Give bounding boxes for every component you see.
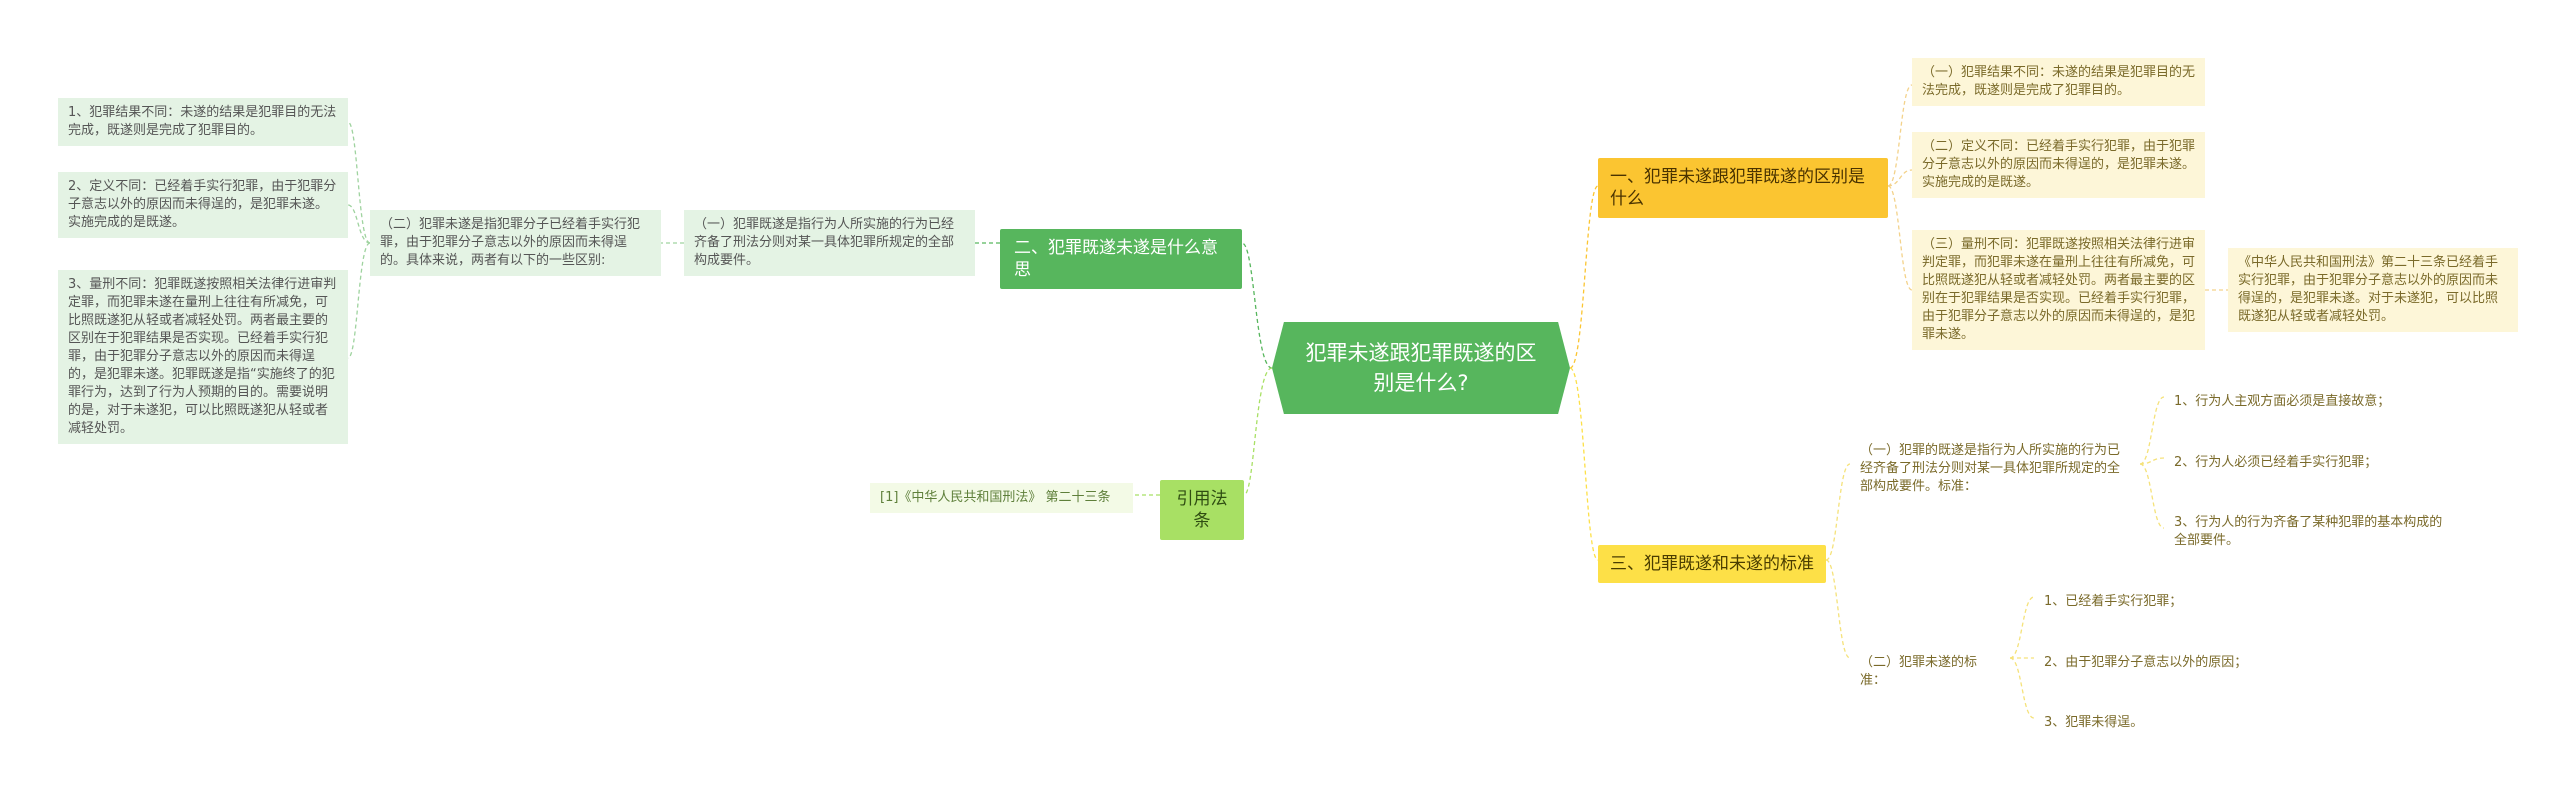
section-2-item-2-text: （二）犯罪未遂是指犯罪分子已经着手实行犯罪，由于犯罪分子意志以外的原因而未得逞的…	[380, 217, 641, 268]
section-1-item-3-text: （三）量刑不同：犯罪既遂按照相关法律行进审判定罪，而犯罪未遂在量刑上往往有所减免…	[1922, 237, 2196, 342]
section-3-item-1-text: （一）犯罪的既遂是指行为人所实施的行为已经齐备了刑法分则对某一具体犯罪所规定的全…	[1860, 443, 2121, 494]
section-3-item-1-sub-1[interactable]: 1、行为人主观方面必须是直接故意；	[2164, 387, 2464, 417]
section-2-sub-2[interactable]: 2、定义不同：已经着手实行犯罪，由于犯罪分子意志以外的原因而未得逞的，是犯罪未遂…	[58, 172, 348, 238]
section-2-item-2[interactable]: （二）犯罪未遂是指犯罪分子已经着手实行犯罪，由于犯罪分子意志以外的原因而未得逞的…	[370, 210, 661, 276]
section-1-law-note-text: 《中华人民共和国刑法》第二十三条已经着手实行犯罪，由于犯罪分子意志以外的原因而未…	[2238, 255, 2499, 324]
citation-ref[interactable]: [1]《中华人民共和国刑法》 第二十三条	[870, 483, 1133, 513]
section-3-item-2-sub-2-text: 2、由于犯罪分子意志以外的原因；	[2044, 655, 2248, 670]
section-3-item-2[interactable]: （二）犯罪未遂的标准：	[1850, 648, 2010, 696]
section-3-item-1-sub-1-text: 1、行为人主观方面必须是直接故意；	[2174, 394, 2391, 409]
section-1-item-2[interactable]: （二）定义不同：已经着手实行犯罪，由于犯罪分子意志以外的原因而未得逞的，是犯罪未…	[1912, 132, 2205, 198]
root-topic-label: 犯罪未遂跟犯罪既遂的区别是什么?	[1305, 341, 1537, 395]
branch-citation-label: 引用法条	[1176, 489, 1228, 531]
section-1-item-1-text: （一）犯罪结果不同：未遂的结果是犯罪目的无法完成，既遂则是完成了犯罪目的。	[1922, 65, 2196, 98]
root-topic[interactable]: 犯罪未遂跟犯罪既遂的区别是什么?	[1272, 322, 1570, 414]
branch-section-2[interactable]: 二、犯罪既遂未遂是什么意思	[1000, 229, 1242, 289]
section-2-item-1-text: （一）犯罪既遂是指行为人所实施的行为已经齐备了刑法分则对某一具体犯罪所规定的全部…	[694, 217, 955, 268]
section-3-item-1-sub-3-text: 3、行为人的行为齐备了某种犯罪的基本构成的全部要件。	[2174, 515, 2443, 548]
section-1-law-note[interactable]: 《中华人民共和国刑法》第二十三条已经着手实行犯罪，由于犯罪分子意志以外的原因而未…	[2228, 248, 2518, 332]
section-3-item-2-sub-3-text: 3、犯罪未得逞。	[2044, 715, 2144, 730]
section-3-item-2-sub-2[interactable]: 2、由于犯罪分子意志以外的原因；	[2034, 648, 2284, 678]
section-2-sub-1[interactable]: 1、犯罪结果不同：未遂的结果是犯罪目的无法完成，既遂则是完成了犯罪目的。	[58, 98, 348, 146]
section-3-item-2-sub-1-text: 1、已经着手实行犯罪；	[2044, 594, 2183, 609]
section-2-sub-3-text: 3、量刑不同：犯罪既遂按照相关法律行进审判定罪，而犯罪未遂在量刑上往往有所减免，…	[68, 277, 337, 436]
section-1-item-3[interactable]: （三）量刑不同：犯罪既遂按照相关法律行进审判定罪，而犯罪未遂在量刑上往往有所减免…	[1912, 230, 2205, 350]
section-3-item-1-sub-2[interactable]: 2、行为人必须已经着手实行犯罪；	[2164, 448, 2464, 478]
section-2-sub-3[interactable]: 3、量刑不同：犯罪既遂按照相关法律行进审判定罪，而犯罪未遂在量刑上往往有所减免，…	[58, 270, 348, 444]
branch-section-2-label: 二、犯罪既遂未遂是什么意思	[1014, 238, 1218, 280]
section-3-item-2-sub-1[interactable]: 1、已经着手实行犯罪；	[2034, 587, 2284, 617]
section-3-item-1[interactable]: （一）犯罪的既遂是指行为人所实施的行为已经齐备了刑法分则对某一具体犯罪所规定的全…	[1850, 436, 2140, 502]
branch-section-1-label: 一、犯罪未遂跟犯罪既遂的区别是什么	[1610, 167, 1865, 209]
section-2-item-1[interactable]: （一）犯罪既遂是指行为人所实施的行为已经齐备了刑法分则对某一具体犯罪所规定的全部…	[684, 210, 975, 276]
section-3-item-2-sub-3[interactable]: 3、犯罪未得逞。	[2034, 708, 2284, 738]
section-2-sub-2-text: 2、定义不同：已经着手实行犯罪，由于犯罪分子意志以外的原因而未得逞的，是犯罪未遂…	[68, 179, 337, 230]
branch-section-1[interactable]: 一、犯罪未遂跟犯罪既遂的区别是什么	[1598, 158, 1888, 218]
section-3-item-2-text: （二）犯罪未遂的标准：	[1860, 655, 1978, 688]
section-3-item-1-sub-2-text: 2、行为人必须已经着手实行犯罪；	[2174, 455, 2378, 470]
citation-ref-text: [1]《中华人民共和国刑法》 第二十三条	[880, 490, 1111, 505]
section-3-item-1-sub-3[interactable]: 3、行为人的行为齐备了某种犯罪的基本构成的全部要件。	[2164, 508, 2464, 556]
section-2-sub-1-text: 1、犯罪结果不同：未遂的结果是犯罪目的无法完成，既遂则是完成了犯罪目的。	[68, 105, 337, 138]
branch-citation[interactable]: 引用法条	[1160, 480, 1244, 540]
branch-section-3[interactable]: 三、犯罪既遂和未遂的标准	[1598, 545, 1826, 583]
section-1-item-2-text: （二）定义不同：已经着手实行犯罪，由于犯罪分子意志以外的原因而未得逞的，是犯罪未…	[1922, 139, 2196, 190]
branch-section-3-label: 三、犯罪既遂和未遂的标准	[1610, 554, 1814, 574]
section-1-item-1[interactable]: （一）犯罪结果不同：未遂的结果是犯罪目的无法完成，既遂则是完成了犯罪目的。	[1912, 58, 2205, 106]
